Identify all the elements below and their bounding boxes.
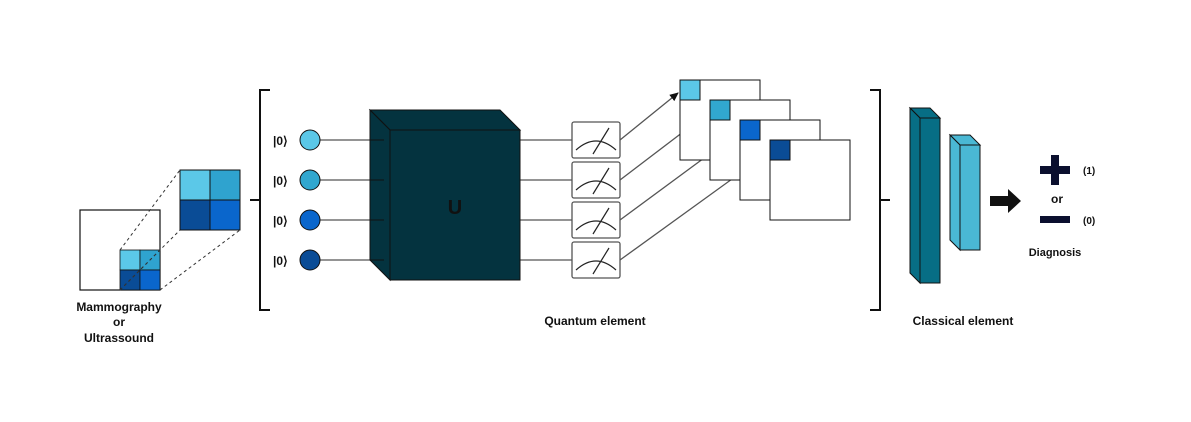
input-label-line: Mammography [76, 300, 162, 314]
measurement-meter-icon [571, 121, 621, 159]
zoomed-patch-cell [179, 199, 211, 231]
measurement-meter-icon [571, 241, 621, 279]
small-patch-cell [139, 269, 161, 291]
feature-map-cell [679, 79, 701, 101]
zoomed-patch-cell [209, 169, 241, 201]
qubit: |0⟩ [273, 249, 321, 271]
or-label: or [1051, 192, 1063, 206]
measurement-meter-icon [571, 161, 621, 199]
classical-bracket [870, 89, 890, 311]
zoomed-patch-cell [179, 169, 211, 201]
feature-map-cell [739, 119, 761, 141]
qubit-circle [299, 129, 321, 151]
unitary-block: U [368, 108, 522, 282]
diagnosis-output: (1) or (0) Diagnosis [1029, 155, 1095, 259]
diagnosis-label: Diagnosis [1029, 247, 1082, 259]
classical-label: Classical element [913, 314, 1014, 328]
input-image: Mammography or Ultrassound [76, 169, 241, 345]
feature-map-cell [709, 99, 731, 121]
unitary-label: U [448, 197, 462, 219]
minus-icon [1040, 216, 1070, 223]
measurement-meter-icon [571, 201, 621, 239]
output-arrow-icon [990, 189, 1021, 213]
measurement-group [571, 121, 621, 279]
positive-label: (1) [1083, 166, 1095, 177]
ket-label: |0⟩ [273, 214, 288, 228]
zoomed-patch-cell [209, 199, 241, 231]
quantum-bracket [250, 89, 270, 311]
ket-label: |0⟩ [273, 254, 288, 268]
zoom-lines [119, 169, 241, 291]
qubit: |0⟩ [273, 209, 321, 231]
small-patch-cell [119, 249, 141, 271]
feature-map-cell [769, 139, 791, 161]
feature-maps [679, 79, 851, 221]
dense-layer-1 [908, 106, 942, 285]
ket-label: |0⟩ [273, 174, 288, 188]
qubit-circle [299, 169, 321, 191]
negative-label: (0) [1083, 216, 1095, 227]
quantum-label: Quantum element [544, 314, 645, 328]
input-label-line: or [113, 315, 125, 329]
qubit: |0⟩ [273, 169, 321, 191]
dense-layer-2 [948, 133, 982, 252]
ket-label: |0⟩ [273, 134, 288, 148]
qubit-circle [299, 249, 321, 271]
qubit-wires [310, 139, 572, 261]
plus-icon [1040, 155, 1070, 185]
qubit: |0⟩ [273, 129, 321, 151]
qubit-circle [299, 209, 321, 231]
input-label-line: Ultrassound [84, 331, 154, 345]
